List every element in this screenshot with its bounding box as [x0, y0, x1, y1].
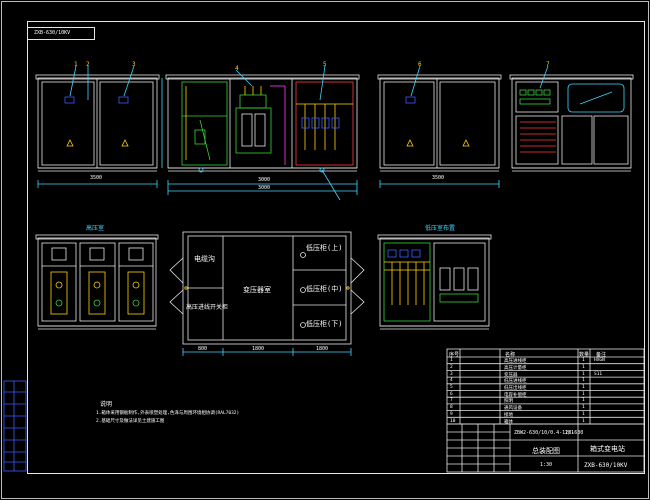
tb-header-note: 备注: [596, 352, 607, 358]
tb-row-no: 6: [450, 391, 453, 397]
tb-row-qty: 1: [582, 398, 585, 404]
dim-front-width-right: 3500: [432, 175, 445, 181]
tb-row-no: 2: [450, 364, 453, 370]
tb-row-name: 电容补偿柜: [504, 392, 527, 398]
tb-header-name: 名称: [505, 352, 516, 358]
tb-row-name: 通风设备: [504, 406, 522, 412]
tb-drawing-title: 箱式变电站: [590, 445, 625, 453]
leader-5: 5: [323, 61, 327, 68]
room-lv-upper: 低压柜(上): [306, 244, 343, 252]
tb-row-no: 1: [450, 358, 453, 364]
tb-row-no: 4: [450, 378, 453, 384]
tb-row-no: 3: [450, 371, 453, 377]
dim-plan-right: 1800: [316, 346, 329, 352]
lv-room-title: 低压室布置: [425, 225, 456, 232]
tb-row-qty: 1: [582, 378, 585, 384]
dim-plan-mid: 1800: [252, 346, 265, 352]
tb-row-qty: 1: [582, 371, 585, 377]
tb-row-no: 7: [450, 398, 453, 404]
room-lv-mid: 低压柜(中): [306, 285, 343, 293]
notes-line-2: 2.基础尺寸及做法详见土建施工图: [96, 419, 165, 424]
tb-row-name: 接地: [504, 412, 513, 418]
tb-row-note: S11: [594, 371, 603, 377]
leader-6: 6: [418, 61, 422, 68]
tb-row-name: 变压器: [504, 372, 518, 378]
notes-title: 说明: [100, 401, 113, 408]
notes-line-1: 1.箱体采用钢板制作,外表喷塑处理,色泽与周围环境相协调(RAL7032): [96, 411, 240, 416]
tb-row-note: HXGN: [594, 358, 605, 364]
tb-row-name: 低压进线柜: [504, 379, 527, 385]
tb-row-name: 高压进线柜: [504, 359, 527, 365]
room-hv-left-bottom: 高压进线开关柜: [186, 304, 229, 311]
tb-row-qty: 1: [582, 385, 585, 390]
tb-drawing-code: ZXB-630/10KV: [584, 462, 628, 469]
tb-row-qty: 1: [582, 364, 585, 370]
room-hv-left-top: 电缆沟: [194, 255, 215, 263]
hv-room-title: 高压室: [86, 225, 105, 232]
tb-scale: 1:30: [540, 462, 553, 468]
tb-row-name: 照明: [504, 399, 513, 405]
tb-row-qty: 1: [582, 405, 585, 411]
drawing-code: ZXB-630/10KV: [34, 30, 71, 36]
leader-3a: 3: [132, 61, 136, 68]
tb-row-no: 9: [450, 411, 453, 417]
tb-row-no: 10: [450, 418, 456, 424]
tb-row-qty: 1: [582, 358, 585, 364]
dim-front-width: 3500: [90, 175, 103, 181]
room-transformer: 变压器室: [243, 286, 271, 294]
dim-plan-left: 800: [198, 346, 208, 352]
leader-1a: 1: [74, 61, 78, 68]
tb-row-no: 5: [450, 385, 453, 390]
dim-side-width: 3000: [258, 177, 271, 183]
tb-row-name: 箱体: [504, 419, 513, 425]
tb-header-no: 序号: [449, 352, 460, 358]
tb-model-line: ZBW2-630/10/0.4-12B-630: [514, 430, 584, 436]
tb-general-layout: 总装配图: [532, 447, 560, 455]
leader-7: 7: [546, 61, 550, 68]
leader-4: 4: [235, 65, 239, 72]
tb-row-qty: 1: [582, 411, 585, 417]
leader-2a: 2: [86, 61, 90, 68]
inner-frame: [27, 21, 645, 474]
tb-row-no: 8: [450, 405, 453, 411]
tb-header-qty: 数量: [579, 352, 590, 358]
tb-row-name: 高压计量柜: [504, 365, 527, 371]
tb-row-qty: 1: [582, 418, 585, 424]
tb-sheet: 1/1: [565, 430, 575, 436]
tb-row-name: 低压出线柜: [504, 386, 527, 391]
dim-side-width-2: 3000: [258, 185, 271, 191]
room-lv-lower: 低压柜(下): [306, 320, 343, 328]
tb-row-qty: 1: [582, 391, 585, 397]
drawing-code-tab: [27, 27, 95, 40]
